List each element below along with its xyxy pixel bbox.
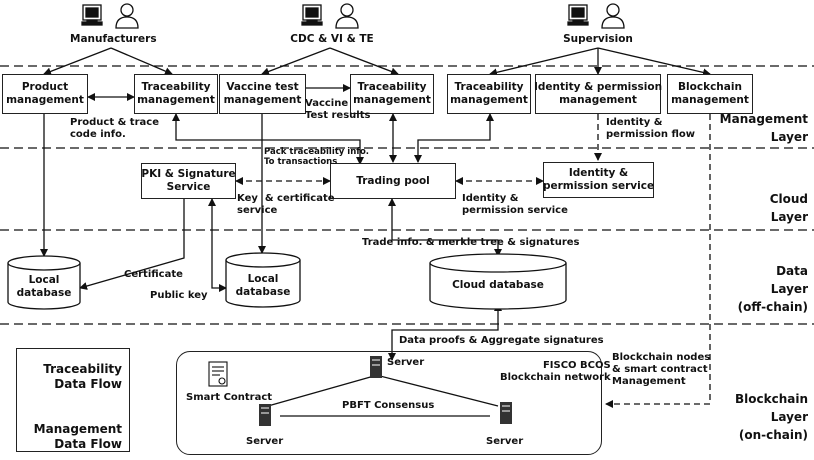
traceability-management-box-2: Traceability management (350, 74, 434, 114)
blockchain-network-box (176, 351, 602, 455)
pbft-consensus-label: PBFT Consensus (342, 400, 435, 411)
layer-data-label: Data Layer (off-chain) (737, 264, 808, 314)
trading-pool-box: Trading pool (330, 163, 456, 199)
blockchain-nodes-label: Blockchain nodes & smart contract Manage… (612, 352, 711, 387)
vaccine-results-label: Vaccine Test results (305, 98, 371, 121)
certificate-label: Certificate (124, 269, 183, 280)
server-right-icon (500, 402, 512, 424)
layer-management-label: Management Layer (719, 112, 808, 144)
trade-info-label: Trade info. & merkle tree & signatures (362, 237, 580, 248)
cdc-icon (301, 3, 359, 29)
actor-manufacturers: Manufacturers (70, 33, 157, 45)
traceability-management-box-3: Traceability management (447, 74, 531, 114)
product-management-box: Product management (2, 74, 88, 114)
smart-contract-label: Smart Contract (186, 392, 273, 403)
layer-blockchain-label: Blockchain Layer (on-chain) (734, 392, 808, 442)
pack-info-label: Pack traceability info. To transactions (264, 147, 370, 167)
vaccine-test-management-box: Vaccine test management (219, 74, 306, 114)
data-proofs-label: Data proofs & Aggregate signatures (399, 335, 604, 346)
server-top-label: Server (387, 357, 425, 368)
supervision-icon (567, 3, 625, 29)
local-database-2-label: Local database (235, 273, 291, 298)
key-certificate-label: Key & certificate service (237, 193, 335, 216)
server-right-label: Server (486, 436, 524, 447)
identity-permission-service-label: Identity & permission service (462, 193, 568, 216)
actor-supervision: Supervision (563, 33, 633, 45)
legend-traceability-label: Traceability Data Flow (43, 362, 122, 391)
cloud-database-label: Cloud database (452, 279, 544, 291)
server-left-label: Server (246, 436, 284, 447)
product-trace-label: Product & trace code info. (70, 117, 159, 140)
legend (16, 348, 130, 452)
identity-permission-service-box: Identity & permission service (543, 162, 654, 198)
network-name-label: FISCO BCOS Blockchain network (500, 360, 611, 383)
local-database-1-label: Local database (16, 274, 72, 299)
server-left-icon (259, 404, 271, 426)
manufacturers-icon (81, 3, 139, 29)
blockchain-management-box: Blockchain management (667, 74, 753, 114)
actor-cdc: CDC & VI & TE (290, 33, 374, 45)
identity-flow-label: Identity & permission flow (606, 117, 696, 140)
smart-contract-icon (208, 361, 228, 387)
traceability-management-box-1: Traceability management (134, 74, 218, 114)
pki-signature-service-box: PKI & Signature Service (141, 163, 236, 199)
layer-cloud-label: Cloud Layer (769, 192, 808, 224)
identity-permission-management-box: Identity & permission management (534, 74, 662, 114)
public-key-label: Public key (150, 290, 208, 301)
server-top-icon (370, 356, 382, 378)
legend-management-label: Management Data Flow (33, 422, 122, 451)
